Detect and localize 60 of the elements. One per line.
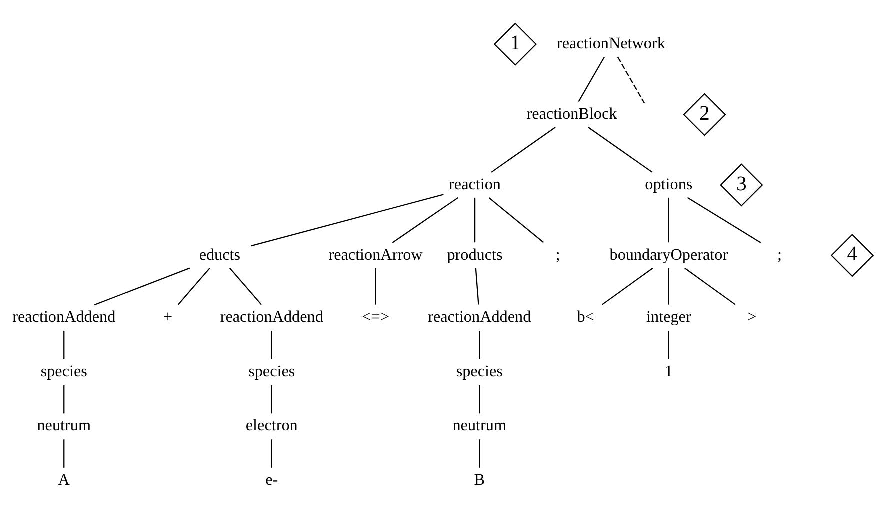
- connector: [375, 268, 376, 305]
- connector: [668, 198, 670, 243]
- connector: [479, 440, 480, 468]
- node-diamond: 3: [720, 164, 764, 207]
- node-text: reactionAddend: [220, 309, 324, 326]
- connector: [64, 385, 65, 414]
- node-text: reactionNetwork: [557, 36, 666, 53]
- node-text: reactionAddend: [428, 309, 532, 326]
- node-text: neutrum: [452, 418, 507, 435]
- node-diamond: 1: [494, 22, 538, 66]
- node-text: products: [447, 246, 503, 264]
- connector: [64, 440, 65, 468]
- node-text: ;: [777, 246, 782, 264]
- connector: [668, 268, 670, 305]
- node-text: ;: [556, 246, 560, 264]
- connector: [588, 127, 653, 173]
- node-text: educts: [199, 246, 241, 264]
- connector: [491, 127, 556, 173]
- connector: [617, 56, 646, 104]
- node-text: reactionArrow: [328, 246, 423, 264]
- connector: [479, 385, 480, 414]
- connector: [94, 268, 190, 306]
- connector: [64, 331, 65, 360]
- connector: [602, 268, 654, 306]
- node-text: +: [163, 309, 173, 326]
- connector: [479, 331, 480, 360]
- connector: [474, 198, 476, 243]
- connector: [684, 268, 736, 306]
- connector: [668, 331, 670, 360]
- node-text: boundaryOperator: [610, 246, 728, 264]
- connector: [178, 268, 210, 306]
- node-text: species: [40, 363, 88, 380]
- connector: [251, 194, 444, 247]
- node-text: neutrum: [37, 418, 92, 435]
- node-text: e-: [266, 472, 278, 489]
- connector: [271, 385, 272, 414]
- connector: [271, 331, 272, 360]
- node-text: 1: [664, 363, 673, 380]
- connector: [475, 268, 480, 305]
- node-text: b<: [577, 309, 594, 326]
- connector: [578, 56, 606, 102]
- node-text: species: [456, 363, 503, 380]
- node-text: options: [645, 176, 693, 194]
- node-text: reactionBlock: [526, 106, 618, 124]
- node-text: >: [747, 309, 757, 326]
- connector: [687, 197, 762, 244]
- connector: [488, 197, 544, 244]
- connector: [271, 440, 272, 468]
- node-diamond: 2: [683, 93, 726, 136]
- node-text: reactionAddend: [12, 309, 116, 326]
- connector: [230, 268, 262, 306]
- node-text: species: [248, 363, 296, 380]
- node-text: reaction: [449, 176, 502, 194]
- node-text: electron: [246, 418, 298, 435]
- node-text: B: [474, 472, 486, 489]
- node-diamond: 4: [830, 234, 874, 278]
- node-text: A: [58, 472, 70, 489]
- node-text: integer: [646, 309, 692, 326]
- connector: [392, 197, 459, 244]
- node-text: <=>: [362, 309, 390, 326]
